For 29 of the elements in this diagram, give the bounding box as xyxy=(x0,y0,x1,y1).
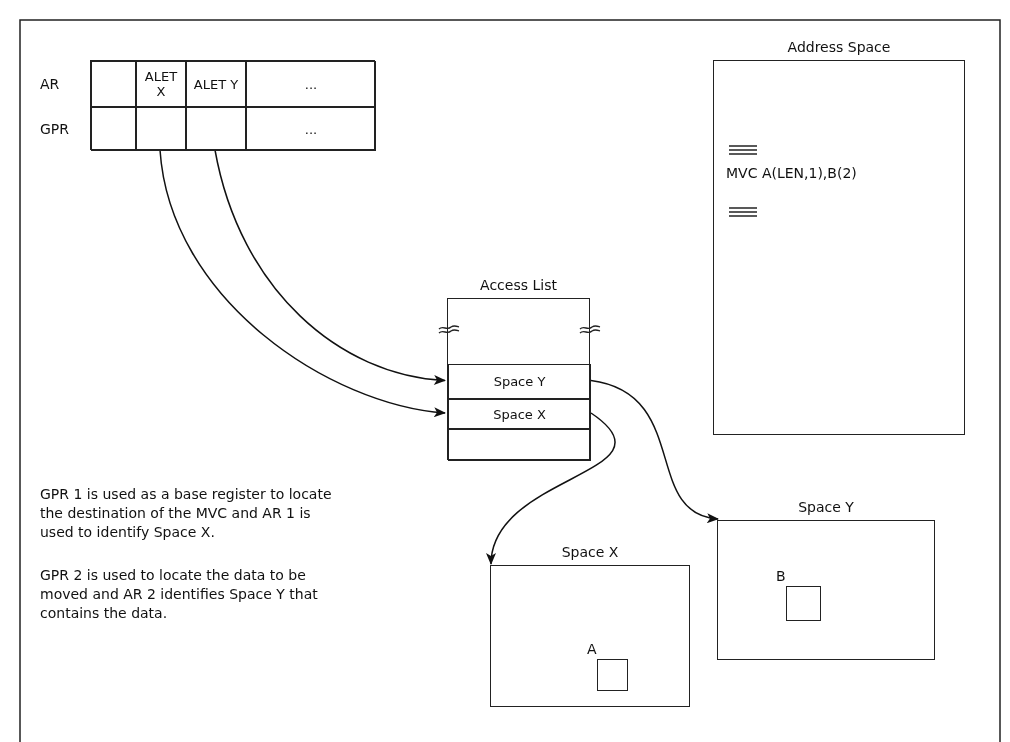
arrow xyxy=(590,379,719,522)
register-cell: ... xyxy=(246,61,376,107)
box-heading: Space X xyxy=(560,543,620,561)
list-entry: Space X xyxy=(448,399,591,429)
row-label: AR xyxy=(40,75,61,94)
instruction-text: MVC A(LEN,1),B(2) xyxy=(726,165,857,181)
arrow xyxy=(214,149,446,385)
note-text: GPR 1 is used as a base register to locate the destination of the MVC and AR 1 is used to identify Space X. xyxy=(40,485,333,542)
arrow xyxy=(488,412,616,565)
register-cell xyxy=(91,107,136,151)
row-label: GPR xyxy=(40,120,71,139)
data-area-box xyxy=(597,659,628,691)
box-heading: Address Space xyxy=(786,38,892,56)
data-area-box xyxy=(786,586,821,621)
list-entry: Space Y xyxy=(448,364,591,399)
box-heading: Access List xyxy=(479,276,558,294)
register-cell xyxy=(136,107,186,151)
register-table xyxy=(90,60,375,150)
point-label: A xyxy=(587,641,597,657)
register-cell: ALET X xyxy=(136,61,186,107)
note-text: GPR 2 is used to locate the data to be moved and AR 2 identifies Space Y that contains the data. xyxy=(40,566,319,623)
register-cell: ALET Y xyxy=(186,61,246,107)
list-entry xyxy=(448,429,591,461)
register-cell xyxy=(186,107,246,151)
box-heading: Space Y xyxy=(797,498,855,516)
point-label: B xyxy=(776,568,786,584)
register-cell: ... xyxy=(246,107,376,151)
arrow xyxy=(159,149,446,417)
register-cell xyxy=(91,61,136,107)
